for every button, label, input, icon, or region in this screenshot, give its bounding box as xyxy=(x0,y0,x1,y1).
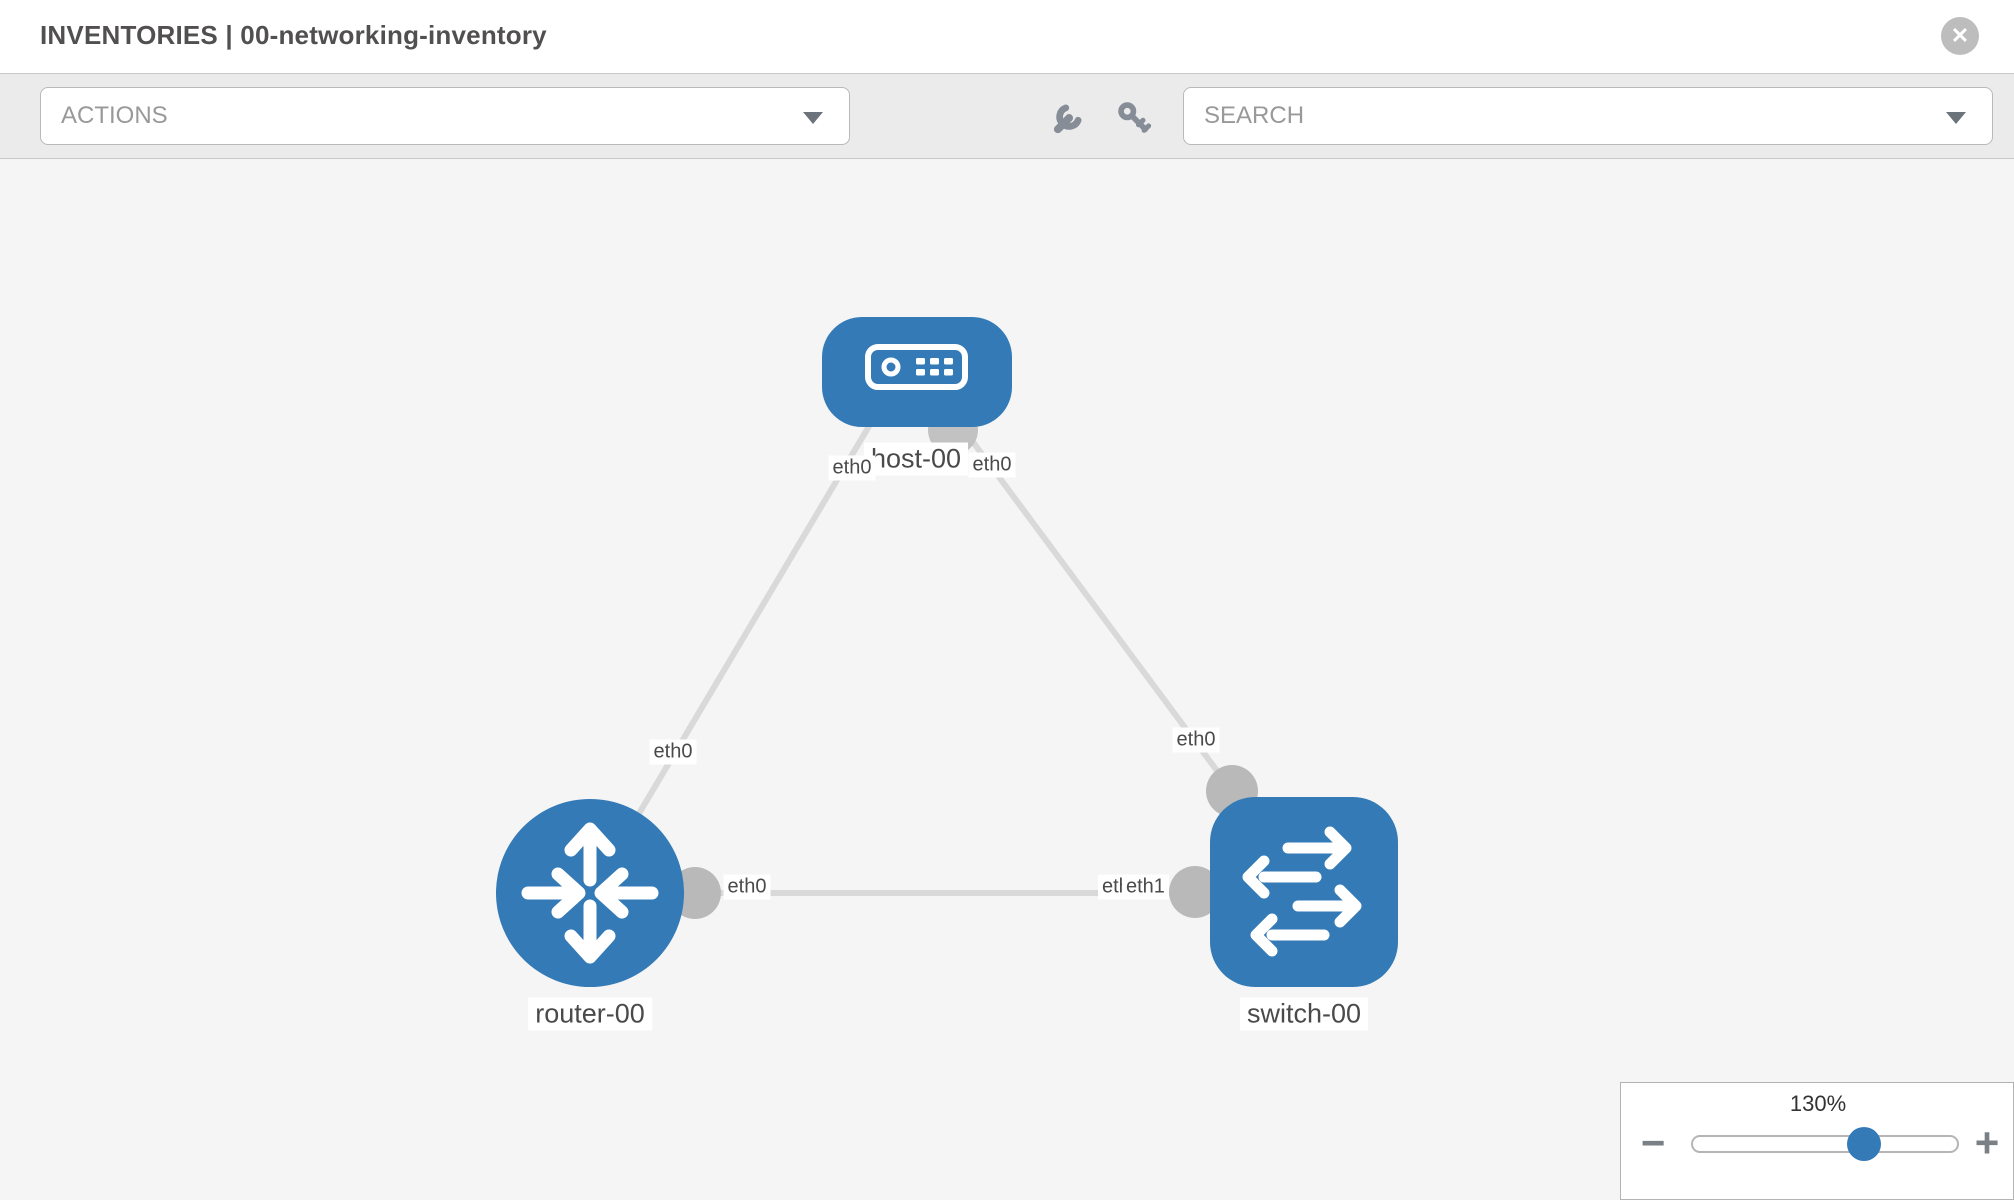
node-router-00[interactable] xyxy=(496,799,684,987)
node-host-00[interactable] xyxy=(822,317,1012,427)
node-label-router: router-00 xyxy=(528,997,652,1031)
node-label-host: host-00 xyxy=(863,442,969,476)
topology-canvas[interactable]: host-00 router-00 switch-00 eth0 eth0 et… xyxy=(0,159,2014,1200)
iface-label-host-switch-switch-end: eth0 xyxy=(1172,727,1220,753)
wrench-icon[interactable] xyxy=(1050,100,1086,136)
node-switch-00[interactable] xyxy=(1210,797,1398,987)
search-dropdown-label: SEARCH xyxy=(1204,102,1305,129)
actions-dropdown-label: ACTIONS xyxy=(61,102,168,129)
zoom-in-plus-icon[interactable]: + xyxy=(1974,1119,2000,1166)
iface-label-router-switch-router-end: eth0 xyxy=(723,874,771,900)
iface-label-router-switch-switch-end: eth1 xyxy=(1122,874,1169,900)
iface-label-host-router-host-end: eth0 xyxy=(828,455,876,481)
switch-arrows-icon xyxy=(1242,826,1362,957)
iface-label-host-router-router-end: eth0 xyxy=(649,739,697,765)
zoom-out-minus-icon[interactable]: − xyxy=(1640,1119,1666,1166)
zoom-slider-thumb[interactable] xyxy=(1847,1127,1881,1161)
link-lines xyxy=(609,409,1235,896)
node-label-switch: switch-00 xyxy=(1239,997,1369,1031)
close-icon[interactable]: ✕ xyxy=(1941,17,1979,55)
link-host-router[interactable] xyxy=(609,409,881,861)
caret-down-icon xyxy=(1946,112,1966,124)
iface-label-host-switch-host-end: eth0 xyxy=(968,452,1016,478)
toolbar: ACTIONS SEARCH xyxy=(0,73,2014,159)
actions-dropdown[interactable]: ACTIONS xyxy=(40,87,850,145)
caret-down-icon xyxy=(803,112,823,124)
key-icon[interactable] xyxy=(1116,100,1152,136)
router-arrows-icon xyxy=(521,822,659,964)
interface-dot-switch-eth1[interactable] xyxy=(1169,866,1221,918)
zoom-slider-track[interactable] xyxy=(1691,1135,1959,1153)
host-device-icon xyxy=(865,344,968,390)
zoom-level-value: 130% xyxy=(1789,1091,1847,1116)
window-header: INVENTORIES | 00-networking-inventory ✕ xyxy=(0,0,2014,73)
zoom-control-panel: 130% − + xyxy=(1620,1082,2014,1200)
page-title: INVENTORIES | 00-networking-inventory xyxy=(40,20,547,50)
search-dropdown[interactable]: SEARCH xyxy=(1183,87,1993,145)
